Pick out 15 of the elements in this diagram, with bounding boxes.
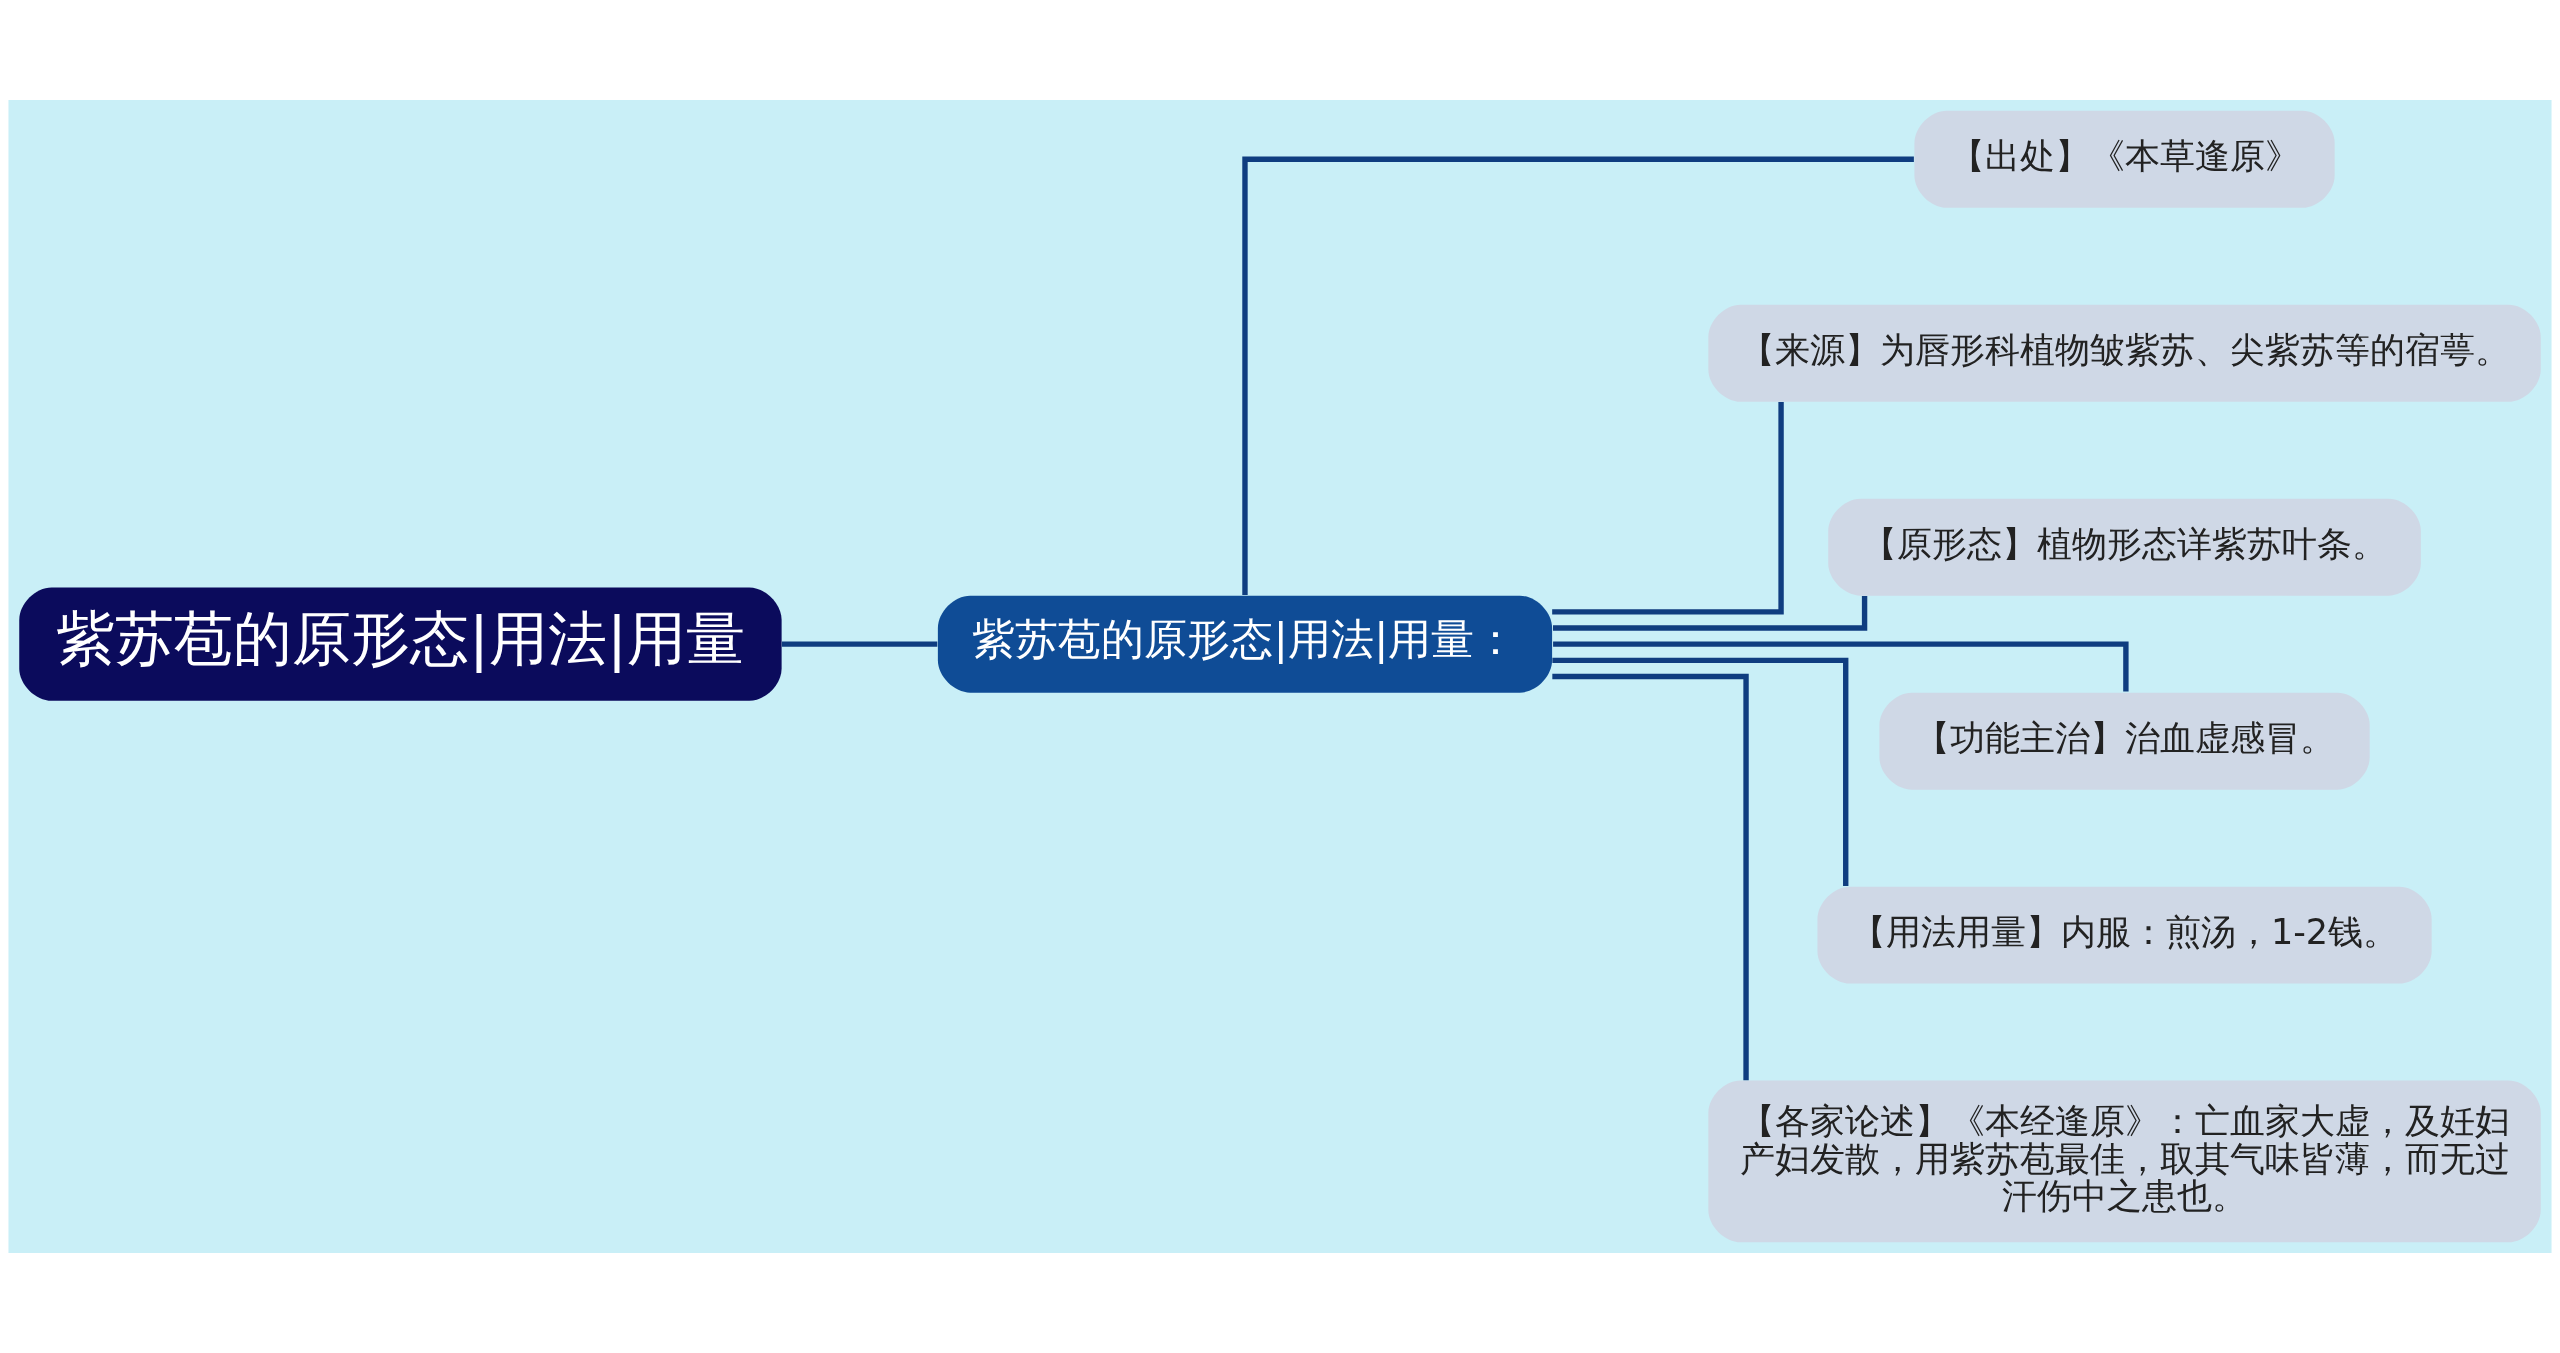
node-box: 【各家论述】《本经逢原》：亡血家大虚，及妊妇产妇发散，用紫苏苞最佳，取其气味皆薄，而无过汗伤中之患也。 (1708, 1080, 2541, 1243)
connector (1553, 641, 2129, 692)
connector (1552, 657, 1849, 886)
connector (1553, 596, 1868, 631)
connector (1552, 673, 1749, 1081)
node-box: 紫苏苞的原形态|用法|用量： (937, 595, 1553, 693)
node-box: 【来源】为唇形科植物皱紫苏、尖紫苏等的宿萼。 (1708, 304, 2541, 402)
node-box: 【功能主治】治血虚感冒。 (1879, 692, 2370, 790)
node-box: 紫苏苞的原形态|用法|用量 (19, 587, 782, 701)
connector (781, 641, 938, 647)
node-box: 【原形态】植物形态详紫苏叶条。 (1828, 498, 2421, 596)
connector (1242, 156, 1914, 595)
connector (1552, 401, 1784, 615)
node-box: 【出处】《本草逢原》 (1914, 110, 2335, 208)
node-box: 【用法用量】内服：煎汤，1-2钱。 (1817, 886, 2432, 984)
